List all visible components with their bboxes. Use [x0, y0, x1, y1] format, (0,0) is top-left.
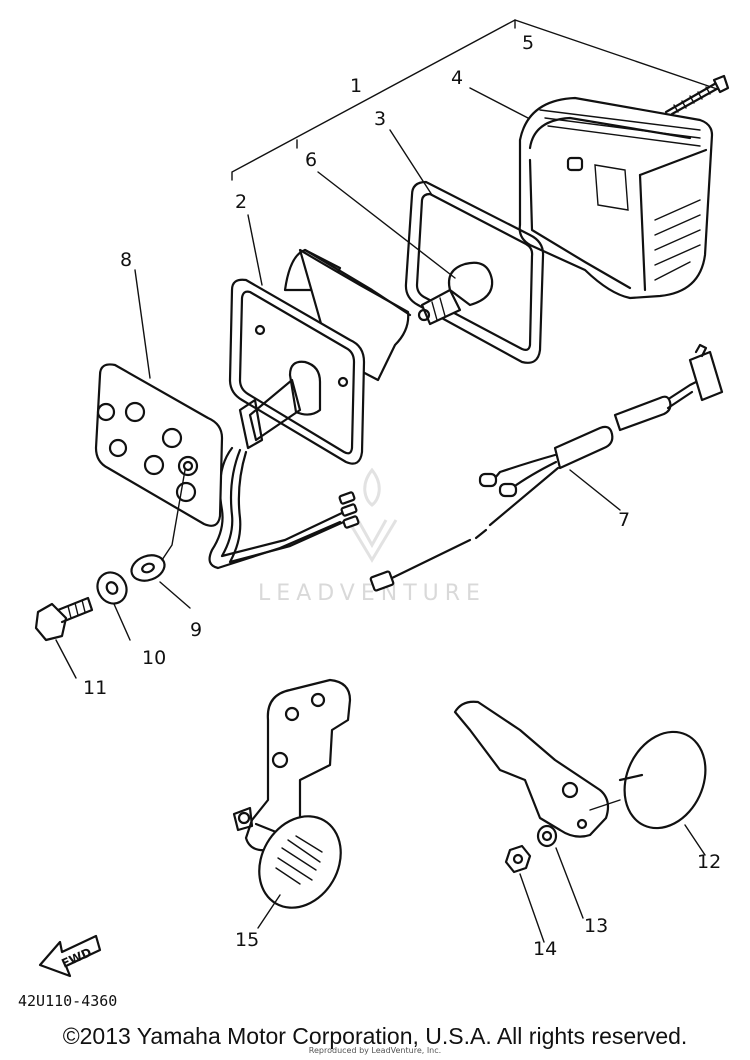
socket-wiring	[208, 446, 360, 570]
part-10-washer	[96, 571, 128, 605]
part-6-bulb	[417, 261, 494, 326]
callout-9: 9	[190, 619, 202, 641]
callout-15: 15	[235, 929, 259, 951]
diagram-code: 42U110-4360	[18, 992, 117, 1010]
callout-1: 1	[350, 75, 362, 97]
assembly-brackets	[231, 19, 721, 181]
part-7-wire-lead	[369, 343, 724, 592]
part-5-screw	[664, 74, 730, 116]
callout-8: 8	[120, 249, 132, 271]
watermark-text: LEADVENTURE	[258, 581, 486, 606]
callout-12: 12	[697, 851, 721, 873]
part-14-nut	[504, 844, 532, 874]
callouts: 1 2 3 4 5 6 7 8 9 10 11 12 13 14 15	[83, 32, 721, 960]
watermark-logo-icon	[346, 467, 398, 563]
callout-6: 6	[305, 149, 317, 171]
part-15-bracket-reflector	[232, 678, 352, 909]
callout-3: 3	[374, 108, 386, 130]
part-4-lens-housing	[518, 96, 714, 300]
part-2-base-plate	[228, 248, 412, 465]
callout-2: 2	[235, 191, 247, 213]
copyright-notice: ©2013 Yamaha Motor Corporation, U.S.A. A…	[62, 1023, 688, 1049]
callout-4: 4	[451, 67, 463, 89]
part-12-bracket-reflector	[453, 700, 707, 838]
reproduced-notice: Reproduced by LeadVenture, Inc.	[308, 1046, 442, 1055]
leader-lines	[55, 87, 706, 943]
fwd-arrow-icon: FWD	[38, 934, 102, 978]
part-8-cover-plate	[94, 363, 224, 527]
part-9-washer	[130, 469, 186, 582]
callout-13: 13	[584, 915, 608, 937]
leadventure-watermark: LEADVENTURE	[258, 467, 486, 606]
callout-7: 7	[618, 509, 630, 531]
callout-14: 14	[533, 938, 557, 960]
part-13-nut	[536, 824, 558, 848]
part-11-bolt	[34, 596, 94, 642]
callout-5: 5	[522, 32, 534, 54]
part-3-gasket	[404, 180, 545, 364]
callout-11: 11	[83, 677, 107, 699]
callout-10: 10	[142, 647, 166, 669]
